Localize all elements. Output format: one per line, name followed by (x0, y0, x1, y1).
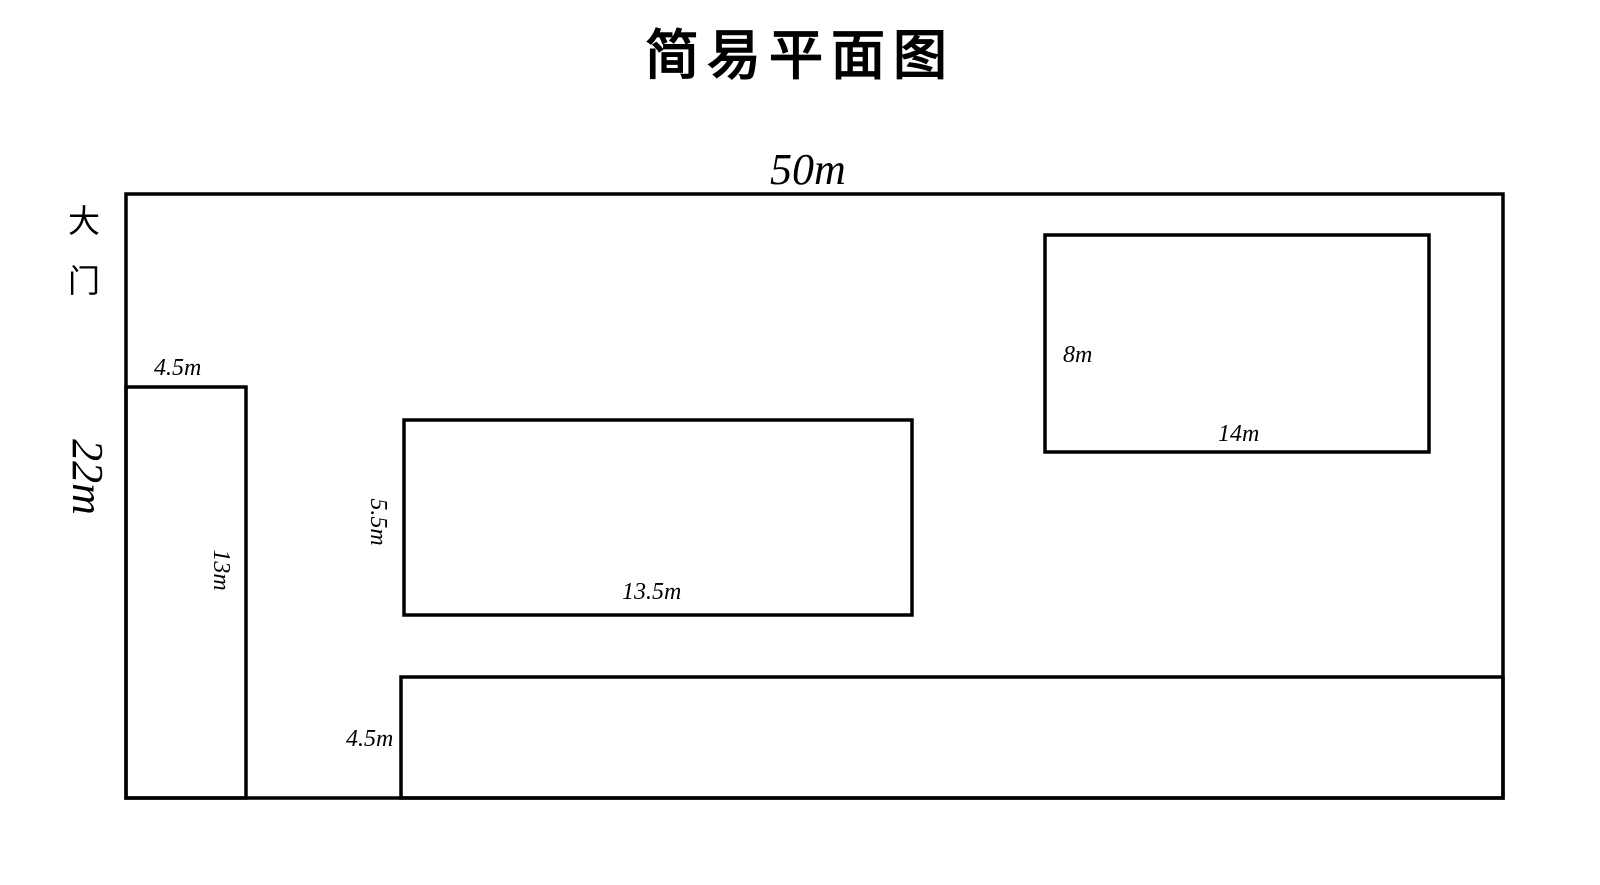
site-boundary (124, 192, 1505, 800)
left-strip-width-label: 4.5m (154, 355, 202, 381)
left-strip-building (124, 385, 248, 800)
site-width-label: 50m (770, 145, 846, 194)
left-strip-length-label: 13m (208, 549, 234, 591)
bottom-strip-width-label: 4.5m (346, 726, 394, 752)
top-right-building-width-label: 8m (1063, 342, 1093, 368)
site-height-label: 22m (63, 439, 112, 515)
center-building-width-label: 5.5m (365, 498, 391, 546)
top-right-building-length-label: 14m (1218, 421, 1260, 447)
center-building-length-label: 13.5m (622, 579, 682, 605)
bottom-strip-building (399, 675, 1505, 800)
diagram-title: 简易平面图 (645, 23, 955, 87)
gate-label-char-2: 门 (68, 262, 101, 300)
center-building (402, 418, 914, 617)
top-right-building (1043, 233, 1431, 454)
gate-label-char-1: 大 (68, 202, 101, 240)
